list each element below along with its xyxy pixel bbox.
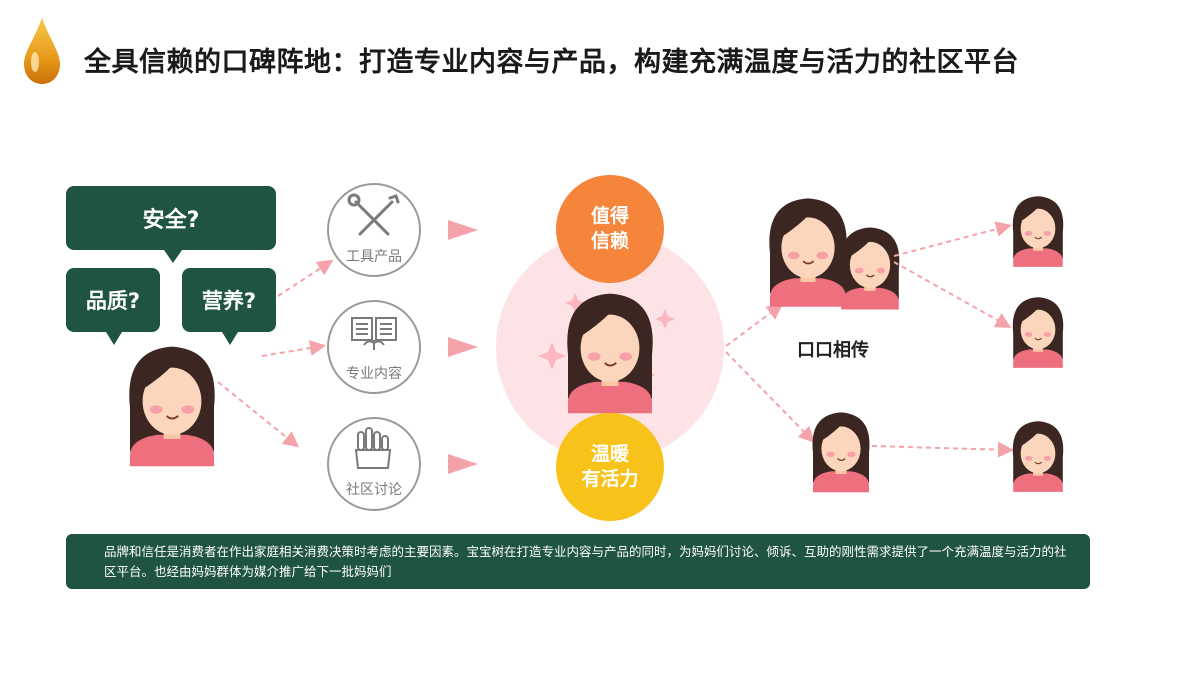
word-of-mouth-label: 口口相传 — [797, 340, 869, 361]
pointer-triangle — [448, 454, 478, 474]
channel-label-tools: 工具产品 — [346, 249, 402, 265]
arrow-to-person-2 — [893, 261, 1012, 328]
arrow-to-pair — [725, 303, 784, 347]
badge-warm-lively: 温暖 有活力 — [556, 413, 664, 521]
friend-illustration-back — [840, 226, 900, 311]
sparkle-icon — [655, 309, 675, 329]
mom-illustration-pair — [768, 197, 848, 308]
page-title: 全具信赖的口碑阵地：打造专业内容与产品，构建充满温度与活力的社区平台 — [84, 47, 1019, 78]
tools-icon — [347, 193, 400, 236]
summary-text: 品牌和信任是消费者在作出家庭相关消费决策时考虑的主要因素。宝宝树在打造专业内容与… — [104, 544, 1067, 579]
channel-label-community: 社区讨论 — [346, 482, 402, 498]
mom-illustration-left — [128, 345, 216, 468]
sparkle-icon — [565, 293, 585, 313]
pointer-triangle — [448, 220, 478, 240]
question-bubble-nutrition: 营养? — [182, 268, 276, 345]
book-icon — [351, 317, 397, 350]
person-illustration-2 — [1012, 296, 1064, 369]
arrow-to-friend — [725, 351, 815, 443]
friend-illustration-lower — [811, 411, 871, 493]
channel-circle-tools — [327, 183, 421, 277]
arrow-to-person-3 — [871, 441, 1014, 458]
person-illustration-1 — [1012, 195, 1064, 268]
person-illustration-3 — [1012, 420, 1064, 493]
channel-label-content: 专业内容 — [346, 366, 402, 382]
badge-trust-line2: 信赖 — [590, 230, 629, 252]
channel-circle-community — [327, 417, 421, 511]
pointer-triangle — [448, 337, 478, 357]
question-nutrition-text: 营养? — [201, 289, 257, 313]
question-bubble-quality: 品质? — [66, 268, 160, 345]
arrow-to-community — [217, 381, 300, 448]
mom-illustration-center — [566, 292, 654, 415]
summary-box: 品牌和信任是消费者在作出家庭相关消费决策时考虑的主要因素。宝宝树在打造专业内容与… — [66, 534, 1090, 589]
question-safety-text: 安全? — [142, 208, 200, 233]
question-quality-text: 品质? — [85, 289, 141, 313]
oil-drop-icon — [24, 18, 60, 84]
badge-trustworthy: 值得 信赖 — [556, 175, 664, 283]
hands-icon — [354, 427, 392, 469]
sparkle-icon — [538, 342, 566, 370]
arrow-to-content — [261, 340, 326, 357]
arrow-to-tools — [277, 259, 334, 297]
badge-trust-line1: 值得 — [590, 205, 629, 227]
badge-warm-line1: 温暖 — [590, 443, 629, 465]
badge-warm-line2: 有活力 — [581, 468, 639, 490]
arrow-to-person-1 — [893, 221, 1012, 257]
question-bubble-safety: 安全? — [66, 186, 276, 263]
